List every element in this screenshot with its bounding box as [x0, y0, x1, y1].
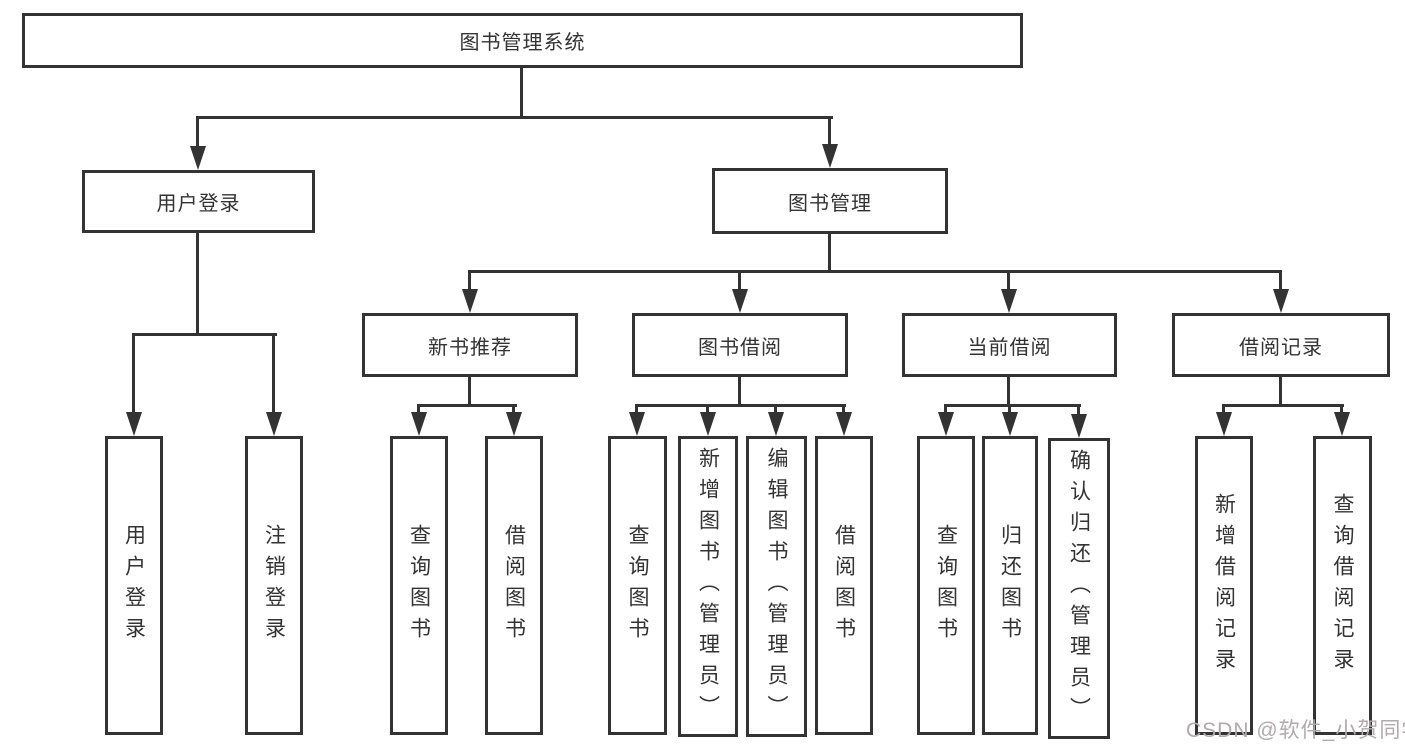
leaf-bb-add-books: 新增图书（管理员） — [678, 436, 738, 737]
connector-line — [635, 404, 846, 407]
arrow-down-icon — [1002, 412, 1018, 436]
leaf-bb-borrow-books: 借阅图书 — [815, 436, 873, 735]
arrow-down-icon — [190, 146, 206, 170]
leaf-user-login: 用户登录 — [105, 436, 163, 735]
arrow-down-icon — [462, 289, 478, 313]
arrow-down-icon — [506, 412, 522, 436]
node-new-book-recommend: 新书推荐 — [362, 313, 578, 377]
arrow-down-icon — [1273, 289, 1289, 313]
connector-line — [417, 404, 420, 416]
leaf-user-login-label: 用户登录 — [122, 523, 146, 648]
connector-line — [1279, 270, 1282, 291]
connector-line — [1222, 404, 1344, 407]
node-book-borrowing: 图书借阅 — [632, 313, 848, 377]
leaf-bb-query-books: 查询图书 — [608, 436, 667, 735]
arrow-down-icon — [266, 412, 282, 436]
connector-line — [1007, 377, 1010, 406]
connector-line — [706, 404, 709, 416]
arrow-down-icon — [1001, 289, 1017, 313]
arrow-down-icon — [1334, 412, 1350, 436]
connector-line — [828, 116, 831, 146]
node-book-management: 图书管理 — [712, 168, 948, 234]
arrow-down-icon — [126, 412, 142, 436]
node-borrowing-records: 借阅记录 — [1172, 313, 1390, 377]
connector-line — [774, 404, 777, 416]
leaf-bb-borrow-books-label: 借阅图书 — [832, 523, 856, 648]
connector-line — [1007, 270, 1010, 291]
leaf-br-add-record-label: 新增借阅记录 — [1212, 492, 1236, 679]
leaf-br-add-record: 新增借阅记录 — [1195, 436, 1253, 735]
connector-line — [1008, 404, 1011, 416]
node-current-borrowing: 当前借阅 — [902, 313, 1117, 377]
leaf-nbr-query-books-label: 查询图书 — [407, 523, 431, 648]
arrow-down-icon — [629, 412, 645, 436]
leaf-br-query-record: 查询借阅记录 — [1313, 436, 1372, 735]
connector-line — [738, 270, 741, 291]
connector-line — [828, 234, 831, 272]
node-new-book-recommend-label: 新书推荐 — [428, 336, 512, 359]
connector-line — [132, 333, 277, 336]
arrow-down-icon — [768, 412, 784, 436]
watermark: CSDN @软件_小贺同学 — [1186, 719, 1405, 742]
arrow-down-icon — [938, 412, 954, 436]
node-book-management-label: 图书管理 — [788, 192, 872, 215]
node-borrowing-records-label: 借阅记录 — [1239, 336, 1323, 359]
arrow-down-icon — [836, 412, 852, 436]
leaf-bb-add-books-label: 新增图书（管理员） — [696, 447, 720, 726]
connector-line — [635, 404, 638, 416]
leaf-nbr-query-books: 查询图书 — [390, 436, 448, 735]
leaf-cb-query-books: 查询图书 — [917, 436, 975, 735]
connector-line — [1340, 404, 1343, 416]
node-current-borrowing-label: 当前借阅 — [967, 336, 1052, 359]
arrow-down-icon — [822, 144, 838, 168]
leaf-cb-query-books-label: 查询图书 — [934, 523, 958, 648]
connector-line — [272, 333, 275, 415]
node-user-login-label: 用户登录 — [156, 193, 241, 215]
node-book-borrowing-label: 图书借阅 — [698, 336, 782, 359]
node-root-label: 图书管理系统 — [459, 32, 586, 54]
leaf-bb-edit-books: 编辑图书（管理员） — [746, 436, 807, 737]
connector-line — [468, 377, 471, 406]
connector-line — [1222, 404, 1225, 416]
leaf-cb-confirm-return-label: 确认归还（管理员） — [1067, 449, 1091, 728]
arrow-down-icon — [700, 412, 716, 436]
arrow-down-icon — [411, 412, 427, 436]
leaf-logout-label: 注销登录 — [262, 523, 286, 648]
connector-line — [417, 404, 517, 407]
connector-line — [468, 270, 471, 291]
leaf-cb-return-books-label: 归还图书 — [998, 523, 1022, 648]
connector-line — [1077, 404, 1080, 418]
leaf-nbr-borrow-books: 借阅图书 — [485, 436, 543, 735]
node-user-login: 用户登录 — [82, 170, 315, 233]
connector-line — [1279, 377, 1282, 406]
leaf-cb-return-books: 归还图书 — [982, 436, 1038, 735]
connector-line — [944, 404, 947, 416]
leaf-bb-edit-books-label: 编辑图书（管理员） — [765, 447, 788, 726]
connector-line — [196, 116, 199, 148]
leaf-cb-confirm-return: 确认归还（管理员） — [1048, 438, 1110, 739]
connector-line — [132, 333, 135, 415]
arrow-down-icon — [1071, 414, 1087, 438]
connector-line — [196, 116, 833, 119]
connector-line — [520, 67, 523, 118]
leaf-bb-query-books-label: 查询图书 — [626, 523, 649, 648]
arrow-down-icon — [732, 289, 748, 313]
leaf-nbr-borrow-books-label: 借阅图书 — [502, 523, 526, 648]
node-root: 图书管理系统 — [22, 13, 1023, 68]
connector-line — [468, 270, 1282, 273]
leaf-br-query-record-label: 查询借阅记录 — [1331, 492, 1354, 679]
connector-line — [738, 377, 741, 406]
connector-line — [196, 233, 199, 335]
connector-line — [944, 404, 1081, 407]
leaf-logout: 注销登录 — [245, 436, 303, 735]
connector-line — [842, 404, 845, 416]
connector-line — [512, 404, 515, 416]
arrow-down-icon — [1216, 412, 1232, 436]
